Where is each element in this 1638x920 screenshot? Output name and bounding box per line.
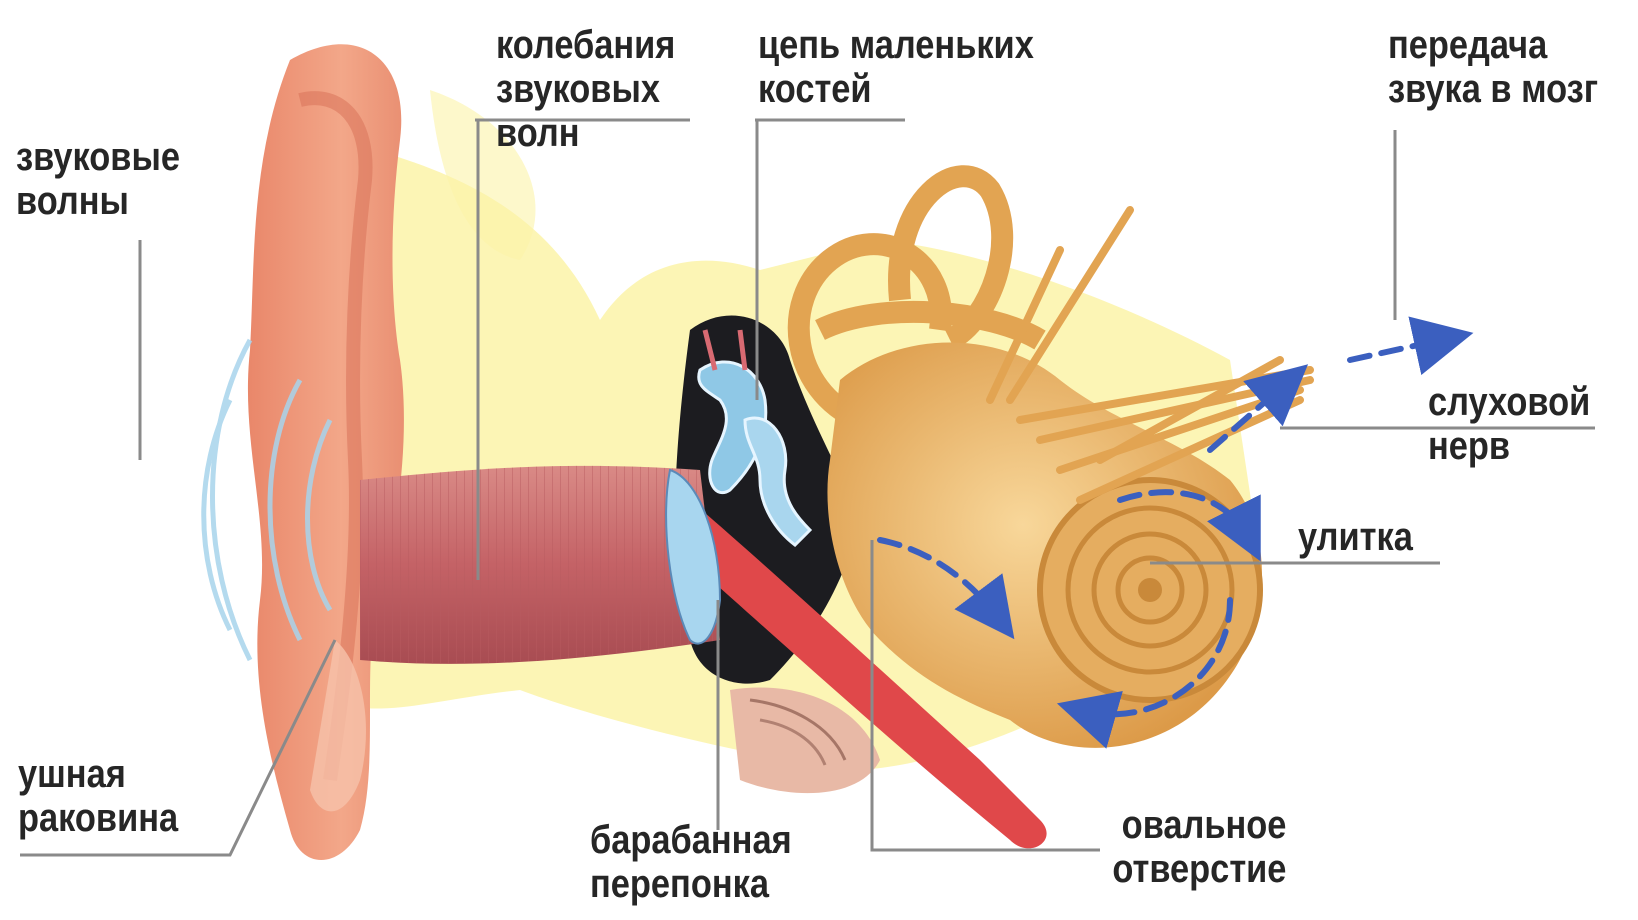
label-ossicles-chain-line2: костей [758,67,1034,111]
label-ossicles-chain-line1: цепь маленьких [758,23,1034,67]
label-oval-window: овальное отверстие [1112,803,1286,891]
label-eardrum-line2: перепонка [590,862,792,906]
label-oval-window-line1: овальное [1112,803,1286,847]
label-wave-oscillations: колебания звуковых волн [496,23,675,155]
label-to-brain-line1: передача [1388,23,1598,67]
label-sound-waves: звуковые волны [16,135,180,223]
label-wave-oscillations-line1: колебания [496,23,675,67]
label-eardrum: барабанная перепонка [590,818,792,906]
label-cochlea-line1: улитка [1298,515,1413,559]
label-auricle: ушная раковина [18,752,178,840]
label-to-brain-line2: звука в мозг [1388,67,1598,111]
label-auricle-line2: раковина [18,796,178,840]
label-eardrum-line1: барабанная [590,818,792,862]
label-auditory-nerve: слуховой нерв [1428,380,1590,468]
auricle [248,44,404,860]
label-cochlea: улитка [1298,515,1413,559]
label-auditory-nerve-line2: нерв [1428,424,1590,468]
label-ossicles-chain: цепь маленьких костей [758,23,1034,111]
label-to-brain: передача звука в мозг [1388,23,1598,111]
label-wave-oscillations-line2: звуковых [496,67,675,111]
label-oval-window-line2: отверстие [1112,847,1286,891]
label-auricle-line1: ушная [18,752,178,796]
label-wave-oscillations-line3: волн [496,111,675,155]
label-auditory-nerve-line1: слуховой [1428,380,1590,424]
label-sound-waves-line1: звуковые [16,135,180,179]
label-sound-waves-line2: волны [16,179,180,223]
